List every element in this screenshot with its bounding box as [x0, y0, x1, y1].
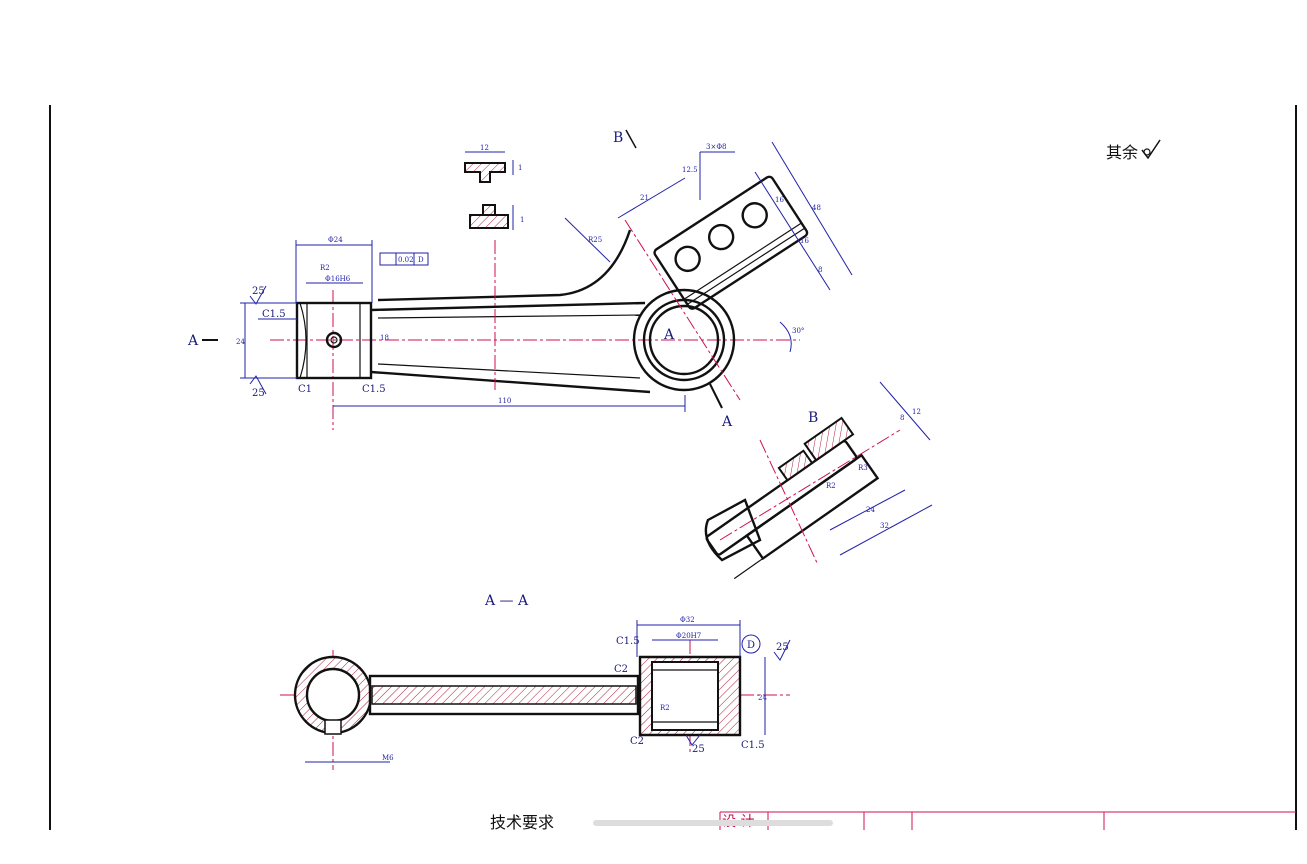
dim-br2: R2	[826, 482, 836, 490]
main-view: Φ24 Φ16H6 R2 0.02 D C1.5 C1.5 C1 24 18 2…	[187, 129, 853, 430]
section-arrow-a-left: A	[187, 333, 199, 349]
sec-dim-c2a: C2	[614, 664, 628, 675]
dim-d16b: 16	[800, 237, 809, 245]
dim-b24: 24	[866, 506, 875, 514]
dim-b8: 8	[900, 414, 904, 422]
sec-dim-phi32: Φ32	[680, 616, 695, 624]
section-a-a: A — A Φ32 Φ20H7 D C1.5 C2 C2 C1.5 25 25	[280, 593, 791, 770]
roughness-other-label: 其余	[1106, 143, 1138, 162]
section-a-a-label: A — A	[484, 593, 529, 609]
view-arrow-b: B	[613, 130, 623, 146]
dim-h24: 24	[236, 338, 245, 346]
dim-d8: 8	[818, 266, 822, 274]
dim-d16a: 16	[775, 196, 784, 204]
roughness-note: 其余	[1106, 139, 1161, 162]
dim-tolerance: 0.02	[398, 256, 414, 264]
dim-rib12: 12	[480, 144, 489, 152]
sec-dim-c15: C1.5	[616, 636, 640, 647]
dim-c1: C1	[298, 384, 312, 395]
dim-rib1: 1	[518, 164, 522, 172]
sec-dim-c2b: C2	[630, 736, 644, 747]
dim-b12: 12	[912, 408, 921, 416]
drawing-frame	[49, 105, 1297, 830]
dim-len110: 110	[498, 397, 511, 405]
dim-holes: 3×Φ8	[706, 143, 727, 151]
dim-c15a: C1.5	[262, 309, 286, 320]
sec-datum-d: D	[747, 640, 755, 651]
dim-phi24: Φ24	[328, 236, 343, 244]
view-b-label: B	[808, 410, 818, 426]
scrollbar[interactable]	[593, 820, 833, 826]
sec-dim-m6: M6	[382, 754, 394, 762]
title-block: 技术要求 设 计	[490, 811, 1296, 832]
section-arrow-a-right: A	[721, 414, 733, 430]
sec-dim-c15b: C1.5	[741, 740, 765, 751]
dim-b32: 32	[880, 522, 889, 530]
dim-c15b: C1.5	[362, 384, 386, 395]
sec-dim-ra25b: 25	[692, 744, 705, 755]
dim-datum-d: D	[418, 256, 424, 264]
dim-ang30: 30°	[792, 327, 804, 335]
section-arrow-a-mid: A	[663, 327, 675, 343]
dim-r2: R2	[320, 264, 330, 272]
view-b: B 12 8 R3 32 24 R2	[704, 381, 933, 580]
dim-ra25b: 25	[252, 388, 265, 399]
dim-ra125: 12.5	[682, 166, 698, 174]
sec-dim-r2: R2	[660, 704, 670, 712]
rib-section: 12 1 1	[464, 144, 524, 230]
technical-requirements: 技术要求	[490, 813, 554, 832]
sec-dim-ra25a: 25	[776, 642, 789, 653]
sec-dim-phi20: Φ20H7	[676, 632, 701, 640]
dim-rib1b: 1	[520, 216, 524, 224]
dim-phi16h: Φ16H6	[325, 275, 351, 283]
dim-br3: R3	[858, 464, 868, 472]
dim-ra25a: 25	[252, 286, 265, 297]
dim-d21: 21	[640, 194, 649, 202]
dim-r25: R25	[588, 236, 602, 244]
roughness-symbol-icon	[1141, 139, 1161, 160]
dim-h18: 18	[380, 334, 389, 342]
dim-d48: 48	[812, 204, 821, 212]
sec-dim-24: 24	[758, 694, 767, 702]
